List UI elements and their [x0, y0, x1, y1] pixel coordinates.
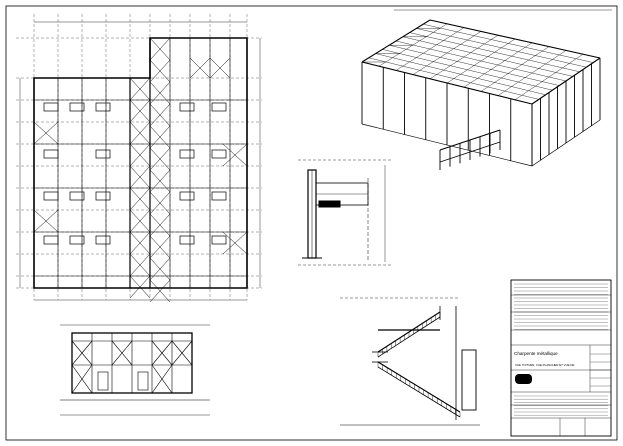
section-view-middle	[298, 159, 392, 266]
stair-detail-view	[340, 297, 480, 426]
elevation-view-bottom	[60, 324, 210, 416]
sheet-frame	[5, 5, 618, 441]
title-block-discipline: Charpente métallique	[514, 351, 558, 356]
title-block-logo	[515, 374, 532, 384]
isometric-3d-view	[361, 19, 601, 170]
title-block-view-description: VUE TOITURE, VUE PLANCHER ET VUE DE	[515, 363, 575, 367]
main-plan-view	[16, 14, 262, 303]
title-block: Charpente métallique VUE TOITURE, VUE PL…	[510, 279, 612, 437]
